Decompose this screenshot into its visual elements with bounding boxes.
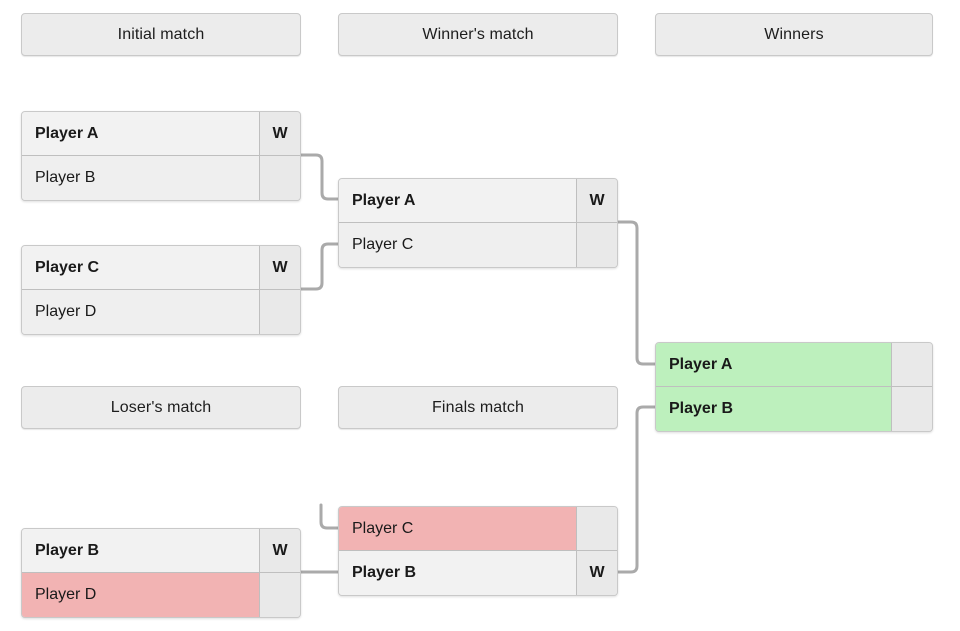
connector-initial2-to-winners <box>299 242 340 291</box>
player-name[interactable]: Player B <box>22 156 260 200</box>
round-header-label: Winner's match <box>422 25 534 43</box>
win-marker: W <box>577 551 617 595</box>
player-name[interactable]: Player A <box>656 343 892 386</box>
round-header-label: Finals match <box>432 398 524 416</box>
round-header-winners-match: Winner's match <box>338 13 618 56</box>
player-name[interactable]: Player C <box>339 507 577 550</box>
player-name[interactable]: Player C <box>339 223 577 267</box>
match-row[interactable]: Player D <box>22 290 300 334</box>
round-header-label: Initial match <box>117 25 205 43</box>
win-marker: W <box>260 246 300 289</box>
player-name[interactable]: Player A <box>22 112 260 155</box>
round-header-label: Winners <box>764 25 824 43</box>
player-name[interactable]: Player D <box>22 290 260 334</box>
match-row[interactable]: Player D <box>22 573 300 617</box>
win-marker <box>892 387 932 431</box>
player-name[interactable]: Player D <box>22 573 260 617</box>
round-header-winners: Winners <box>655 13 933 56</box>
match-row[interactable]: Player B <box>656 387 932 431</box>
round-header-label: Loser's match <box>110 398 212 416</box>
win-marker: W <box>260 529 300 572</box>
match-row[interactable]: Player C <box>339 507 617 551</box>
win-marker: W <box>260 112 300 155</box>
win-marker <box>260 573 300 617</box>
win-marker: W <box>577 179 617 222</box>
connector-finals-to-result <box>616 405 657 574</box>
win-marker <box>260 156 300 200</box>
connector-initial1-to-winners <box>299 153 340 201</box>
match-row[interactable]: Player C <box>339 223 617 267</box>
player-name[interactable]: Player B <box>339 551 577 595</box>
connector-winners-to-result <box>616 220 657 366</box>
round-header-finals-match: Finals match <box>338 386 618 429</box>
player-name[interactable]: Player C <box>22 246 260 289</box>
win-marker <box>577 223 617 267</box>
player-name[interactable]: Player A <box>339 179 577 222</box>
round-header-losers-match: Loser's match <box>21 386 301 429</box>
connector-winners-loser-to-finals <box>319 503 340 530</box>
win-marker <box>577 507 617 550</box>
match-row[interactable]: Player B <box>22 156 300 200</box>
player-name[interactable]: Player B <box>22 529 260 572</box>
win-marker <box>260 290 300 334</box>
win-marker <box>892 343 932 386</box>
round-header-initial-match: Initial match <box>21 13 301 56</box>
player-name[interactable]: Player B <box>656 387 892 431</box>
match-row[interactable]: Player A <box>656 343 932 387</box>
